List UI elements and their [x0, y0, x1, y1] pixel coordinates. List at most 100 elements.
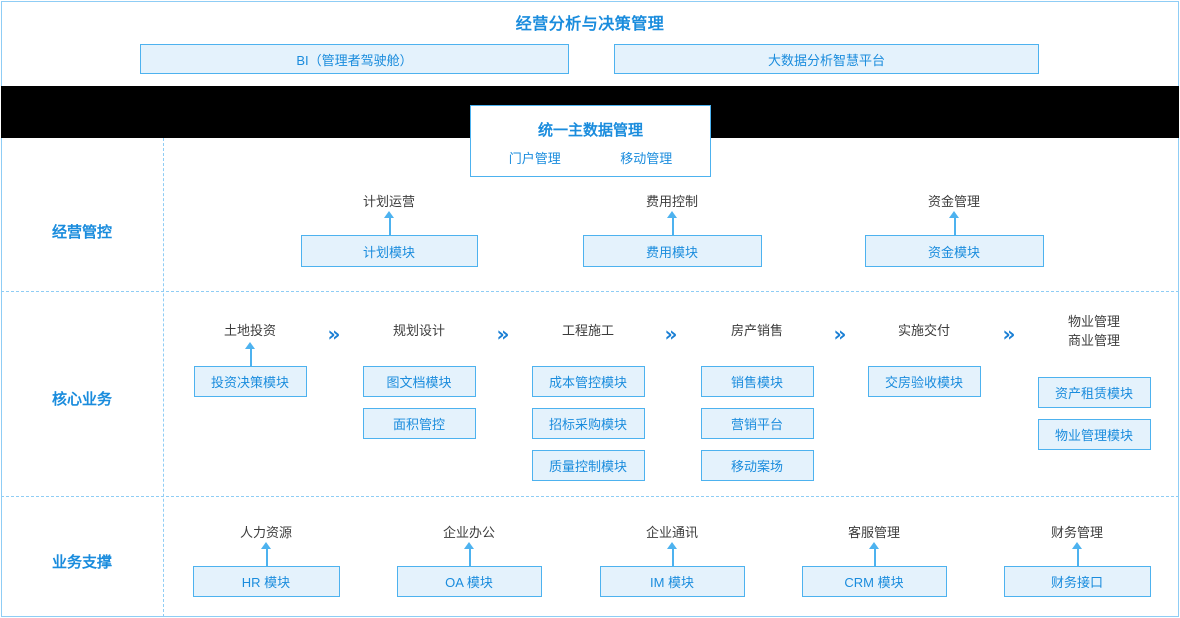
arrow-head: [260, 542, 271, 549]
label-column-divider: [163, 138, 164, 617]
stage-caption-line: 客服管理: [847, 525, 900, 540]
module-box[interactable]: 投资决策模块: [193, 366, 307, 397]
top-module-bi[interactable]: BI（管理者驾驶舱）: [140, 44, 569, 74]
analysis-decision-band: 经营分析与决策管理 BI（管理者驾驶舱） 大数据分析智慧平台: [1, 1, 1179, 86]
module-box-label: 交房验收模块: [884, 375, 963, 390]
arrow-stem: [388, 216, 391, 235]
arrow-stem: [249, 347, 252, 366]
stage-caption: 财务管理: [987, 523, 1167, 542]
module-box[interactable]: 资产租赁模块: [1037, 377, 1151, 408]
top-module-bigdata[interactable]: 大数据分析智慧平台: [614, 44, 1039, 74]
up-arrow-icon: [383, 211, 395, 235]
row-divider-2: [1, 496, 1179, 497]
arrow-head: [244, 342, 255, 349]
master-data-title: 统一主数据管理: [537, 122, 643, 139]
up-arrow-icon: [868, 542, 880, 566]
master-data-sub-row: 门户管理 移动管理: [471, 148, 710, 167]
chevron-right-icon: »: [1002, 322, 1016, 346]
arrow-stem: [671, 216, 674, 235]
module-box[interactable]: 交房验收模块: [867, 366, 981, 397]
module-box-label: 招标采购模块: [548, 417, 627, 432]
page-title: 经营分析与决策管理: [515, 16, 665, 33]
row-label-core-business: 核心业务: [51, 391, 112, 408]
stage-caption-line: 资金管理: [927, 194, 980, 209]
up-arrow-icon: [666, 542, 678, 566]
arrow-stem: [873, 547, 876, 566]
module-box-label: 投资决策模块: [210, 375, 289, 390]
module-box[interactable]: 物业管理模块: [1037, 419, 1151, 450]
master-data-sub-portal[interactable]: 门户管理: [508, 151, 561, 166]
chevron-right-icon: »: [833, 322, 847, 346]
module-box[interactable]: HR 模块: [192, 566, 340, 597]
module-box-label: 资金模块: [927, 244, 980, 260]
up-arrow-icon: [463, 542, 475, 566]
stage-caption: 资金管理: [864, 192, 1044, 211]
chevron-right-icon: »: [496, 322, 510, 346]
module-box[interactable]: 费用模块: [582, 235, 762, 267]
module-box-label: OA 模块: [445, 575, 493, 590]
up-arrow-icon: [666, 211, 678, 235]
module-box[interactable]: 招标采购模块: [531, 408, 645, 439]
module-box[interactable]: 销售模块: [700, 366, 814, 397]
module-box-label: 资产租赁模块: [1054, 386, 1133, 401]
stage-caption-line: 实施交付: [897, 323, 950, 338]
stage-caption-line: 企业办公: [442, 525, 495, 540]
stage-caption: 客服管理: [784, 523, 964, 542]
top-module-bigdata-label: 大数据分析智慧平台: [767, 52, 885, 68]
up-arrow-icon: [260, 542, 272, 566]
module-box-label: 费用模块: [645, 244, 698, 260]
arrow-head: [948, 211, 959, 218]
stage-caption-line: 费用控制: [645, 194, 698, 209]
stage-caption-line: 工程施工: [561, 323, 614, 338]
module-box[interactable]: 财务接口: [1003, 566, 1151, 597]
arrow-stem: [671, 547, 674, 566]
row-label-operations-control: 经营管控: [51, 224, 112, 241]
stage-caption: 计划运营: [299, 192, 479, 211]
module-box-label: 财务接口: [1050, 575, 1103, 590]
module-box[interactable]: CRM 模块: [801, 566, 947, 597]
module-box-label: 移动案场: [730, 459, 783, 474]
module-box-label: IM 模块: [649, 575, 695, 590]
row-divider-1: [1, 291, 1179, 292]
module-box-label: 物业管理模块: [1054, 428, 1133, 443]
stage-caption-line: 财务管理: [1050, 525, 1103, 540]
module-box-label: 面积管控: [392, 417, 445, 432]
arrow-stem: [468, 547, 471, 566]
module-box-label: 图文档模块: [386, 375, 452, 390]
stage-caption: 土地投资: [160, 321, 340, 340]
row-label-business-support: 业务支撑: [51, 554, 112, 571]
stage-caption: 实施交付: [834, 321, 1014, 340]
stage-caption: 物业管理商业管理: [1004, 312, 1180, 350]
master-data-sub-mobile[interactable]: 移动管理: [620, 151, 673, 166]
stage-caption: 企业办公: [379, 523, 559, 542]
module-box[interactable]: IM 模块: [599, 566, 745, 597]
stage-caption: 人力资源: [176, 523, 356, 542]
chevron-right-icon: »: [327, 322, 341, 346]
stage-caption-line: 人力资源: [239, 525, 292, 540]
stage-caption-line: 规划设计: [392, 323, 445, 338]
master-data-card[interactable]: 统一主数据管理 门户管理 移动管理: [470, 105, 711, 177]
module-box[interactable]: 移动案场: [700, 450, 814, 481]
arrow-stem: [953, 216, 956, 235]
module-box[interactable]: 营销平台: [700, 408, 814, 439]
module-box[interactable]: 资金模块: [864, 235, 1044, 267]
arrow-stem: [1076, 547, 1079, 566]
arrow-head: [868, 542, 879, 549]
module-box-label: CRM 模块: [844, 575, 904, 590]
stage-caption-line: 房产销售: [730, 323, 783, 338]
module-box[interactable]: OA 模块: [396, 566, 542, 597]
module-box[interactable]: 计划模块: [300, 235, 478, 267]
stage-caption-line: 商业管理: [1067, 333, 1120, 348]
module-box[interactable]: 成本管控模块: [531, 366, 645, 397]
up-arrow-icon: [948, 211, 960, 235]
stage-caption-line: 计划运营: [362, 194, 415, 209]
module-box-label: 营销平台: [730, 417, 783, 432]
module-box[interactable]: 图文档模块: [362, 366, 476, 397]
module-box[interactable]: 质量控制模块: [531, 450, 645, 481]
module-box-label: HR 模块: [241, 575, 291, 590]
stage-caption: 规划设计: [329, 321, 509, 340]
module-box[interactable]: 面积管控: [362, 408, 476, 439]
module-box-label: 计划模块: [362, 244, 415, 260]
module-box-label: 质量控制模块: [548, 459, 627, 474]
